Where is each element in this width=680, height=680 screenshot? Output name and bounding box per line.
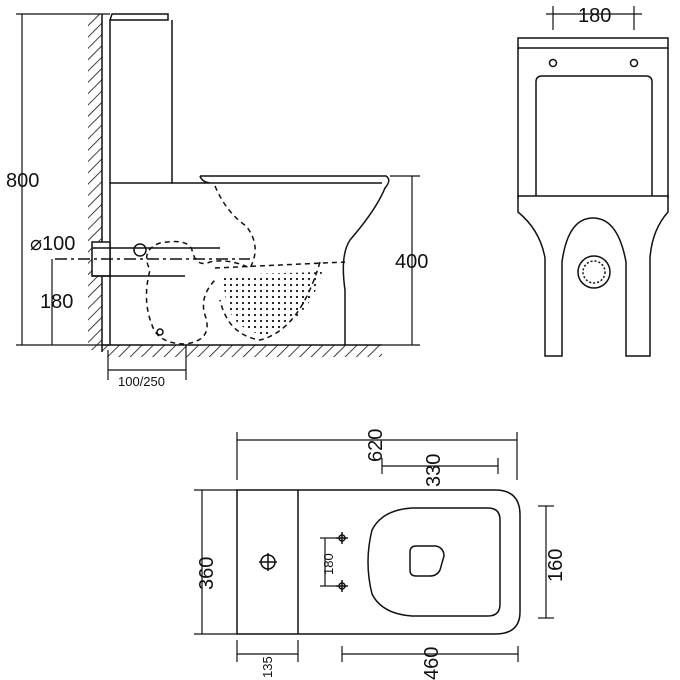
plan-view (236, 489, 521, 635)
side-view-dimensions (16, 13, 420, 380)
dim-seat-height: 400 (395, 251, 428, 273)
dim-front-fixing-spacing: 180 (578, 5, 611, 27)
side-view (55, 13, 390, 357)
outlet-fixing-hole (133, 243, 147, 257)
wall-hatch (88, 14, 102, 350)
front-view-dimensions (546, 6, 642, 30)
dim-plan-fixing-spacing: 180 (321, 553, 336, 575)
dim-total-height: 800 (6, 170, 39, 192)
bowl-dashed (214, 261, 346, 341)
front-bowl (517, 195, 669, 357)
floor-hatch (102, 345, 382, 357)
dim-overall-length: 620 (365, 429, 387, 462)
front-cistern-recess (535, 75, 653, 196)
dim-seat-width: 160 (545, 549, 567, 582)
bowl-water-area (222, 272, 322, 335)
cistern-outline (108, 13, 173, 184)
front-outlet-ring-inner (582, 260, 606, 284)
floor-fixing-hole (156, 328, 164, 336)
plan-seat-inner (409, 545, 445, 577)
front-cistern-lid (517, 37, 669, 49)
dim-cistern-depth: 135 (260, 656, 275, 678)
front-cistern (517, 48, 669, 198)
dim-overall-width: 360 (196, 557, 218, 590)
front-outlet-ring (577, 255, 611, 289)
plan-seat (367, 507, 501, 617)
dim-outlet-diameter: ⌀100 (30, 233, 75, 255)
plan-view-dimensions (194, 432, 554, 662)
seat-lid (172, 175, 382, 184)
front-fixing-hole-right (629, 58, 639, 68)
front-fixing-hole-left (548, 58, 558, 68)
dim-outlet-height: 180 (40, 291, 73, 313)
front-view (517, 37, 669, 357)
dim-seat-length: 460 (421, 647, 443, 680)
dim-outlet-offset: 100/250 (118, 374, 165, 389)
dim-bowl-length: 330 (423, 454, 445, 487)
plan-outline (236, 489, 521, 635)
trap-dashed (145, 185, 256, 345)
